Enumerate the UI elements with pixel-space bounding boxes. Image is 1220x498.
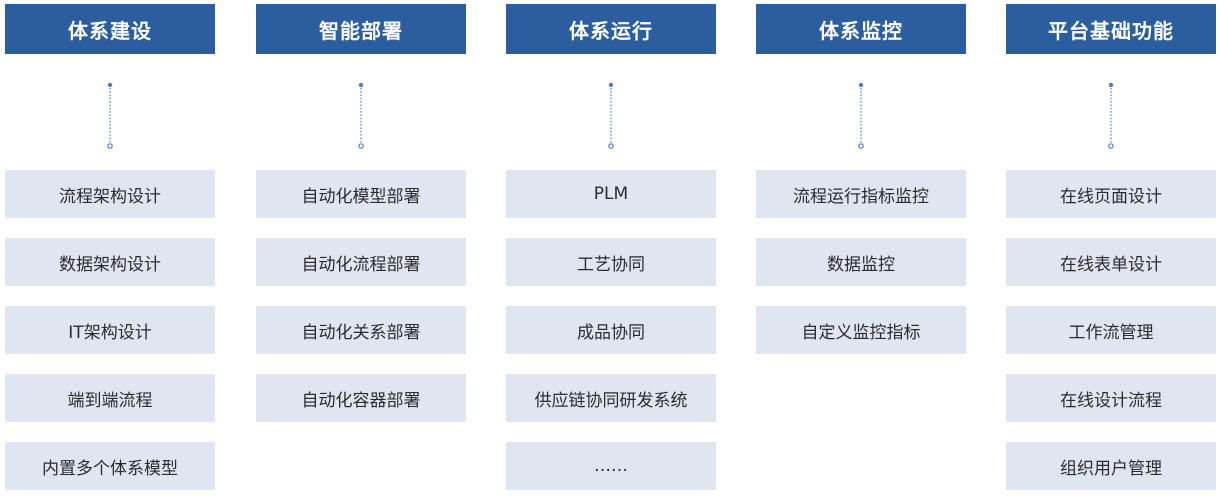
column-header: 智能部署	[256, 4, 466, 54]
list-item: 自动化模型部署	[256, 170, 466, 218]
column-header: 体系监控	[756, 4, 966, 54]
list-item: 在线表单设计	[1006, 238, 1216, 286]
column-header: 体系建设	[5, 4, 215, 54]
list-item: 内置多个体系模型	[5, 442, 215, 490]
connector-dotted-line	[358, 82, 364, 149]
connector-dotted-line	[1108, 82, 1114, 149]
list-item: 在线页面设计	[1006, 170, 1216, 218]
list-item: 自动化流程部署	[256, 238, 466, 286]
list-item: 自动化容器部署	[256, 374, 466, 422]
connector-dotted-line	[608, 82, 614, 149]
column-header: 平台基础功能	[1006, 4, 1216, 54]
list-item: 流程架构设计	[5, 170, 215, 218]
list-item: 自动化关系部署	[256, 306, 466, 354]
connector-dotted-line	[858, 82, 864, 149]
list-item: 在线设计流程	[1006, 374, 1216, 422]
list-item: 流程运行指标监控	[756, 170, 966, 218]
list-item: 端到端流程	[5, 374, 215, 422]
list-item: 成品协同	[506, 306, 716, 354]
list-item: PLM	[506, 170, 716, 218]
list-item: 数据架构设计	[5, 238, 215, 286]
list-item: 自定义监控指标	[756, 306, 966, 354]
list-item: 供应链协同研发系统	[506, 374, 716, 422]
list-item: IT架构设计	[5, 306, 215, 354]
list-item: 组织用户管理	[1006, 442, 1216, 490]
list-item: 工作流管理	[1006, 306, 1216, 354]
connector-dotted-line	[107, 82, 113, 149]
column-header: 体系运行	[506, 4, 716, 54]
list-item: 数据监控	[756, 238, 966, 286]
list-item: 工艺协同	[506, 238, 716, 286]
list-item: ……	[506, 442, 716, 490]
